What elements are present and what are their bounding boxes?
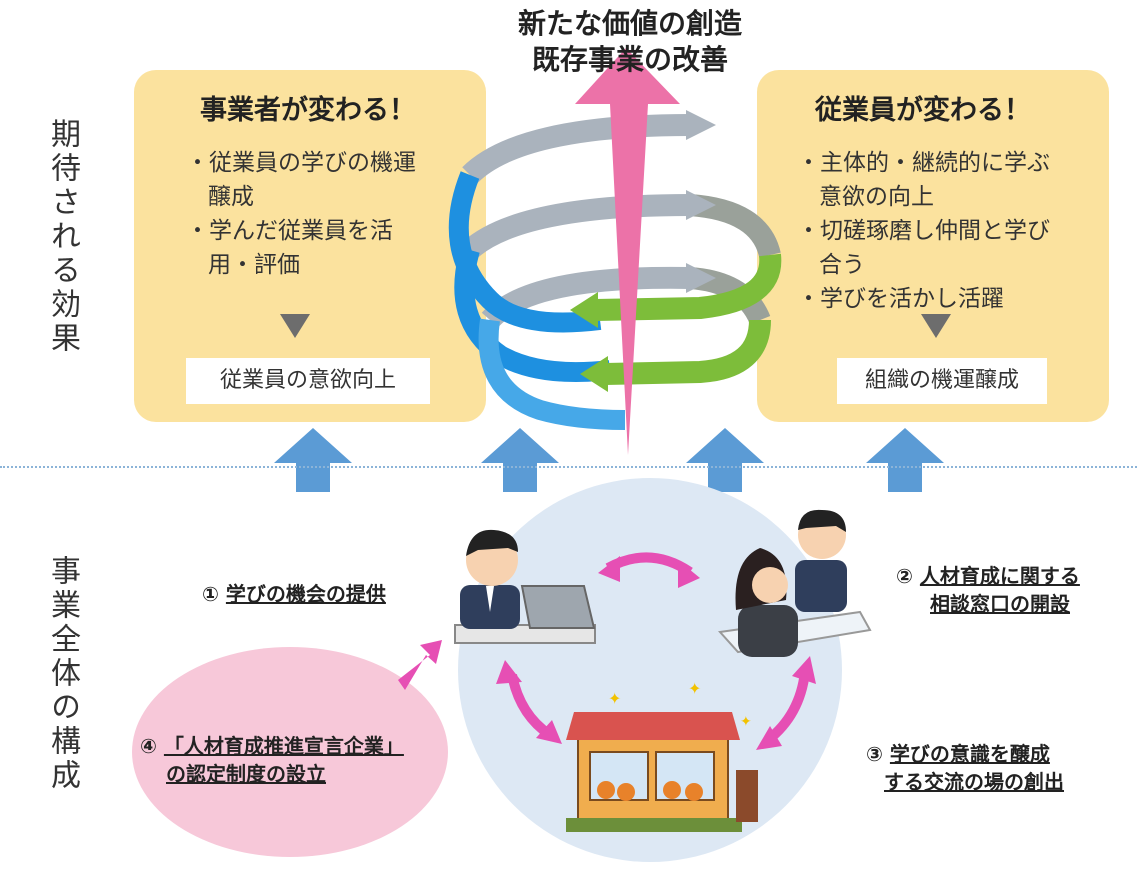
headline-line1: 新たな価値の創造: [517, 7, 742, 40]
headline-line2: 既存事業の改善: [531, 43, 728, 76]
component-3-line1: 学びの意識を醸成: [889, 742, 1050, 766]
spiral-green-arcs: [594, 253, 782, 385]
component-4-number: ④: [140, 734, 157, 758]
employee-title: 従業員が変わる！: [815, 95, 1031, 126]
component-1-number: ①: [202, 582, 219, 606]
magenta-arrowhead-icon: [756, 726, 782, 750]
overall-structure-label: 事業全体の構成: [45, 555, 80, 793]
spiral-arrowhead-icon: [686, 263, 716, 293]
component-4-line1: 「人材育成推進宣言企業」: [163, 734, 404, 758]
magenta-diagonal-arrow-icon: [398, 640, 442, 690]
magenta-arrowhead-icon: [678, 560, 700, 588]
list-item: 学んだ従業員を活用・評価: [186, 214, 416, 282]
component-3-line2: する交流の場の創出: [884, 770, 1064, 794]
down-triangle-icon: [280, 314, 310, 338]
component-1-text: 学びの機会の提供: [225, 582, 386, 606]
component-2-number: ②: [896, 564, 913, 588]
list-item: 切磋琢磨し仲間と学び合う: [797, 214, 1067, 282]
magenta-arrowhead-icon: [792, 656, 816, 684]
spiral-blue-arcs: [448, 171, 626, 430]
list-item: 学びを活かし活躍: [797, 282, 1067, 316]
spiral-arc-blue: [448, 171, 602, 333]
magenta-arrowhead-icon: [496, 660, 522, 684]
magenta-arrowhead-icon: [536, 720, 562, 744]
spiral-arc-gray: [689, 194, 781, 259]
org-momentum-box: 組織の機運醸成: [837, 358, 1047, 404]
section-divider: [0, 466, 1137, 468]
component-3-label: ③ 学びの意識を醸成 する交流の場の創出: [866, 740, 1064, 796]
spiral-arc-gray: [462, 194, 691, 259]
component-2-line2: 相談窓口の開設: [930, 592, 1070, 616]
spiral-arc-blue: [478, 318, 626, 430]
component-4-label: ④ 「人材育成推進宣言企業」 の認定制度の設立: [140, 732, 404, 788]
magenta-arrows: [398, 552, 816, 750]
svg-text:✦: ✦: [740, 714, 752, 730]
up-arrow-icon: [481, 428, 559, 492]
business-owner-list: 従業員の学びの機運醸成 学んだ従業員を活用・評価: [186, 146, 416, 282]
community-house-illustration: ✦ ✦ ✦: [566, 679, 758, 832]
certification-ellipse: [132, 647, 448, 857]
employee-list: 主体的・継続的に学ぶ意欲の向上 切磋琢磨し仲間と学び合う 学びを活かし活躍: [797, 146, 1067, 316]
employee-motivation-box: 従業員の意欲向上: [186, 358, 430, 404]
spiral-arc-green: [604, 319, 771, 385]
spiral-arrowhead-icon: [686, 190, 716, 220]
list-item: 主体的・継続的に学ぶ意欲の向上: [797, 146, 1067, 214]
expected-effects-label: 期待される効果: [45, 118, 80, 356]
person-at-laptop-illustration: [454, 529, 596, 644]
component-3-number: ③: [866, 742, 883, 766]
employee-panel: 従業員が変わる！ 主体的・継続的に学ぶ意欲の向上 切磋琢磨し仲間と学び合う 学び…: [757, 70, 1109, 422]
business-owner-title: 事業者が変わる！: [200, 95, 416, 126]
business-owner-panel: 事業者が変わる！ 従業員の学びの機運醸成 学んだ従業員を活用・評価 従業員の意欲…: [134, 70, 486, 422]
component-2-line1: 人材育成に関する: [919, 564, 1080, 588]
headline: 新たな価値の創造 既存事業の改善: [470, 6, 790, 78]
up-arrows: [274, 428, 944, 492]
central-upward-arrow-icon: [575, 48, 680, 455]
svg-text:✦: ✦: [608, 689, 621, 708]
magenta-arrowhead-icon: [598, 556, 620, 582]
component-1-label: ① 学びの機会の提供: [202, 580, 386, 608]
component-4-line2: の認定制度の設立: [166, 762, 326, 786]
up-arrow-icon: [866, 428, 944, 492]
spiral-arrowhead-icon: [570, 292, 598, 328]
up-arrow-icon: [274, 428, 352, 492]
component-2-label: ② 人材育成に関する 相談窓口の開設: [896, 562, 1080, 618]
list-item: 従業員の学びの機運醸成: [186, 146, 416, 214]
spiral-arc-green: [594, 253, 782, 321]
consultation-illustration: [718, 509, 872, 657]
spiral-arrowhead-icon: [686, 110, 716, 140]
up-arrow-icon: [686, 428, 764, 492]
spiral-arc-gray: [462, 114, 691, 184]
down-triangle-icon: [921, 314, 951, 338]
svg-text:✦: ✦: [688, 679, 701, 698]
spiral-arrowhead-icon: [580, 356, 608, 392]
